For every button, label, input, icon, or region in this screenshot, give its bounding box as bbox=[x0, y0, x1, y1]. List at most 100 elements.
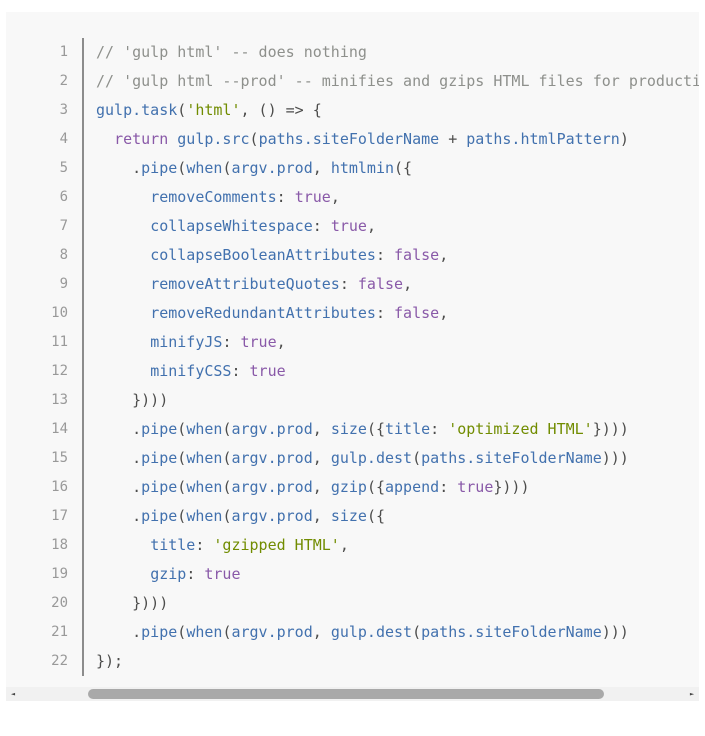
code-token: ))) bbox=[601, 623, 629, 641]
code-token: paths.siteFolderName bbox=[421, 623, 602, 641]
code-token: paths.siteFolderName bbox=[258, 130, 440, 148]
code-token: ({ bbox=[366, 420, 385, 438]
code-token: : bbox=[195, 536, 214, 554]
code-token bbox=[96, 130, 114, 148]
code-token: , bbox=[276, 333, 286, 351]
line-number: 20 bbox=[6, 589, 84, 618]
code-token: }))) bbox=[592, 420, 629, 438]
line-number: 13 bbox=[6, 386, 84, 415]
code-token: ({ bbox=[366, 507, 385, 525]
line-number: 14 bbox=[6, 415, 84, 444]
code-token: : bbox=[222, 333, 241, 351]
code-token: collapseWhitespace bbox=[150, 217, 313, 235]
code-token: removeComments bbox=[150, 188, 277, 206]
code-token: gulp.src bbox=[177, 130, 250, 148]
code-token bbox=[168, 130, 177, 148]
line-code: return gulp.src(paths.siteFolderName + p… bbox=[84, 125, 629, 154]
line-code: }); bbox=[84, 647, 123, 676]
line-number: 10 bbox=[6, 299, 84, 328]
code-token: paths.htmlPattern bbox=[466, 130, 620, 148]
code-line: 6 removeComments: true, bbox=[6, 183, 699, 212]
code-token: pipe bbox=[141, 623, 178, 641]
horizontal-scrollbar[interactable]: ◄ ► bbox=[6, 687, 699, 701]
line-code: removeComments: true, bbox=[84, 183, 340, 212]
code-token: , bbox=[312, 449, 331, 467]
code-token: : bbox=[186, 565, 205, 583]
code-token: }))) bbox=[96, 391, 169, 409]
code-token: pipe bbox=[141, 159, 178, 177]
code-token: . bbox=[96, 449, 142, 467]
code-token: ) bbox=[619, 130, 629, 148]
code-line: 4 return gulp.src(paths.siteFolderName +… bbox=[6, 125, 699, 154]
code-line: 21 .pipe(when(argv.prod, gulp.dest(paths… bbox=[6, 618, 699, 647]
code-token: argv.prod bbox=[231, 449, 313, 467]
line-code: collapseWhitespace: true, bbox=[84, 212, 376, 241]
line-code: .pipe(when(argv.prod, htmlmin({ bbox=[84, 154, 412, 183]
code-token: ( bbox=[249, 130, 259, 148]
code-token bbox=[96, 275, 150, 293]
code-token: . bbox=[96, 420, 142, 438]
code-line: 18 title: 'gzipped HTML', bbox=[6, 531, 699, 560]
code-line: 7 collapseWhitespace: true, bbox=[6, 212, 699, 241]
line-number: 5 bbox=[6, 154, 84, 183]
line-number: 12 bbox=[6, 357, 84, 386]
code-token: true bbox=[330, 217, 367, 235]
code-line: 9 removeAttributeQuotes: false, bbox=[6, 270, 699, 299]
line-number: 21 bbox=[6, 618, 84, 647]
code-token: ( bbox=[222, 449, 232, 467]
code-line: 5 .pipe(when(argv.prod, htmlmin({ bbox=[6, 154, 699, 183]
code-token: when bbox=[186, 159, 223, 177]
code-token: size bbox=[330, 507, 367, 525]
line-code: title: 'gzipped HTML', bbox=[84, 531, 349, 560]
code-line: 22}); bbox=[6, 647, 699, 676]
line-code: .pipe(when(argv.prod, gulp.dest(paths.si… bbox=[84, 618, 629, 647]
line-number: 11 bbox=[6, 328, 84, 357]
line-number: 17 bbox=[6, 502, 84, 531]
code-token: : bbox=[339, 275, 358, 293]
code-token: , bbox=[312, 623, 331, 641]
code-token: ( bbox=[222, 420, 232, 438]
line-number: 1 bbox=[6, 38, 84, 67]
line-number: 9 bbox=[6, 270, 84, 299]
code-line: 8 collapseBooleanAttributes: false, bbox=[6, 241, 699, 270]
code-token: ( bbox=[412, 623, 422, 641]
code-token: pipe bbox=[141, 478, 178, 496]
line-number: 18 bbox=[6, 531, 84, 560]
code-token: htmlmin bbox=[330, 159, 395, 177]
code-token: , bbox=[312, 159, 331, 177]
line-code: }))) bbox=[84, 589, 168, 618]
code-token: gzip bbox=[150, 565, 187, 583]
code-token: gulp.dest bbox=[330, 449, 413, 467]
code-line: 2// 'gulp html --prod' -- minifies and g… bbox=[6, 67, 699, 96]
code-token: gulp.task bbox=[96, 101, 178, 119]
scrollbar-thumb[interactable] bbox=[88, 689, 604, 699]
code-token bbox=[96, 304, 150, 322]
code-line: 1// 'gulp html' -- does nothing bbox=[6, 38, 699, 67]
line-code: removeRedundantAttributes: false, bbox=[84, 299, 448, 328]
scroll-left-arrow-icon[interactable]: ◄ bbox=[10, 690, 16, 698]
code-token: true bbox=[294, 188, 331, 206]
line-code: .pipe(when(argv.prod, gzip({append: true… bbox=[84, 473, 529, 502]
code-token: , () => { bbox=[240, 101, 322, 119]
scrollbar-track[interactable] bbox=[22, 687, 683, 701]
code-token: ( bbox=[222, 478, 232, 496]
code-token: }); bbox=[96, 652, 124, 670]
code-token bbox=[96, 565, 150, 583]
line-code: gulp.task('html', () => { bbox=[84, 96, 322, 125]
code-token: : bbox=[375, 246, 395, 264]
code-token: : bbox=[430, 420, 449, 438]
code-line: 12 minifyCSS: true bbox=[6, 357, 699, 386]
code-line: 19 gzip: true bbox=[6, 560, 699, 589]
code-token bbox=[96, 362, 150, 380]
code-token: when bbox=[186, 623, 223, 641]
code-token: pipe bbox=[141, 507, 178, 525]
line-code: .pipe(when(argv.prod, size({title: 'opti… bbox=[84, 415, 629, 444]
line-number: 4 bbox=[6, 125, 84, 154]
code-token: , bbox=[312, 420, 331, 438]
scroll-right-arrow-icon[interactable]: ► bbox=[689, 690, 695, 698]
code-token: + bbox=[439, 130, 467, 148]
code-token: , bbox=[312, 478, 331, 496]
line-number: 6 bbox=[6, 183, 84, 212]
line-code: // 'gulp html' -- does nothing bbox=[84, 38, 367, 67]
